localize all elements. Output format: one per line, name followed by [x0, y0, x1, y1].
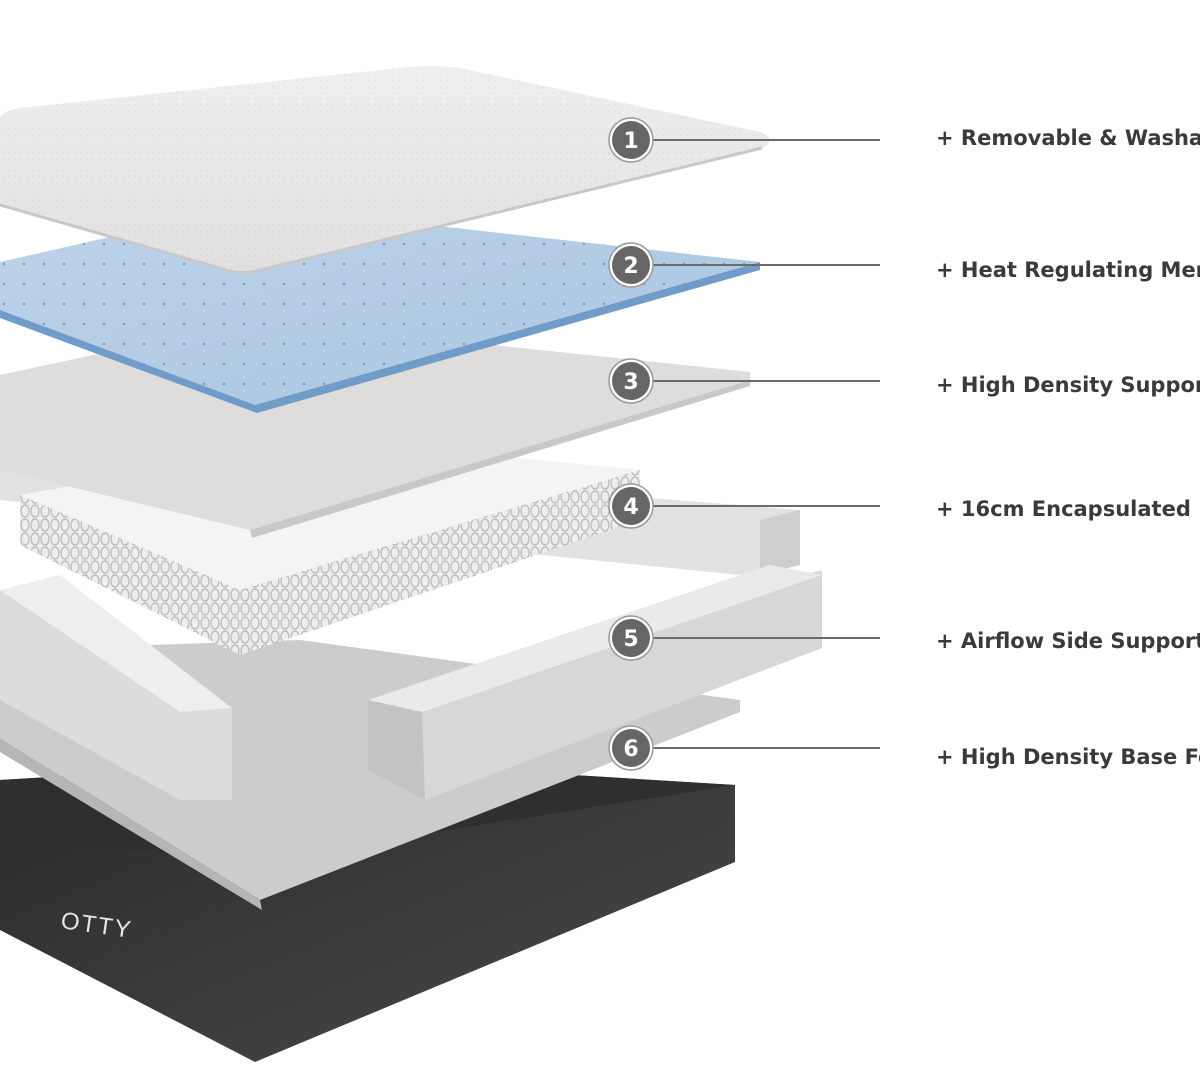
badge-number: 1: [623, 129, 638, 154]
badge-number: 5: [623, 627, 638, 652]
badge-number: 6: [623, 737, 638, 762]
layer-label: + Heat Regulating Mer: [936, 258, 1200, 282]
callout-layer-2: 2 + Heat Regulating Mer: [608, 242, 1200, 288]
badge-number: 3: [623, 370, 638, 395]
number-badge: [612, 487, 650, 525]
layer-callouts: 1 + Removable & Washa 2 + Heat Regulating M…: [608, 117, 1200, 771]
layer-label: + Removable & Washa: [936, 126, 1200, 150]
callout-layer-4: 4 + 16cm Encapsulated P: [608, 483, 1200, 529]
number-badge: [612, 246, 650, 284]
callout-layer-1: 1 + Removable & Washa: [608, 117, 1200, 163]
layer-label: + High Density Base Fo: [936, 745, 1200, 769]
layer-label: + Airflow Side Support: [936, 629, 1200, 653]
callout-layer-5: 5 + Airflow Side Support: [608, 615, 1200, 661]
number-badge: [612, 362, 650, 400]
callout-layer-3: 3 + High Density Suppor: [608, 358, 1200, 404]
callout-layer-6: 6 + High Density Base Fo: [608, 725, 1200, 771]
number-badge: [612, 729, 650, 767]
layer-1-topper: [0, 66, 770, 275]
number-badge: [612, 121, 650, 159]
badge-number: 2: [623, 254, 638, 279]
layer-label: + High Density Suppor: [936, 373, 1200, 397]
number-badge: [612, 619, 650, 657]
badge-number: 4: [623, 495, 638, 520]
layer-label: + 16cm Encapsulated P: [936, 497, 1200, 521]
